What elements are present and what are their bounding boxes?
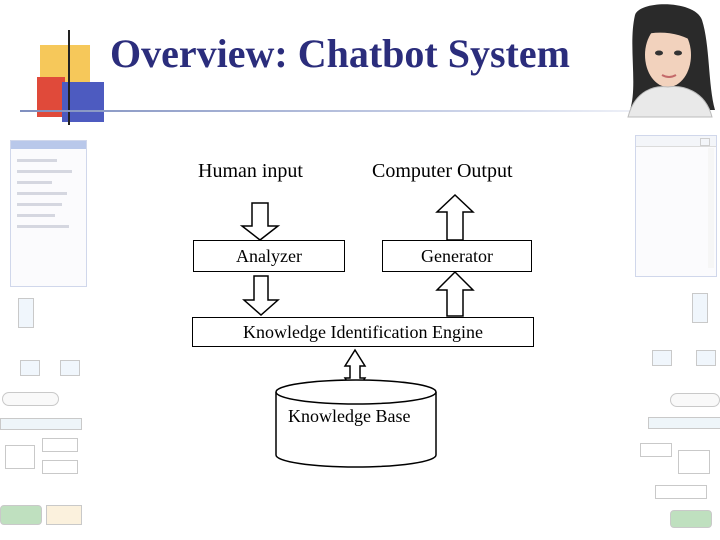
left-thumbnail-window — [10, 140, 87, 287]
arrow-analyzer-to-engine — [242, 275, 280, 317]
arrow-engine-knowledge-base — [343, 348, 367, 396]
human-input-label: Human input — [198, 160, 303, 182]
client-computer-icon — [696, 350, 716, 366]
computer-output-label: Computer Output — [372, 160, 513, 182]
client-computer-icon — [60, 360, 80, 376]
arrow-engine-to-generator — [435, 270, 475, 317]
engine-label: Knowledge Identification Engine — [243, 321, 483, 342]
knowledge-base-label: Knowledge Base — [288, 406, 411, 426]
header-deco-vertical-line — [68, 30, 70, 125]
generator-box: Generator — [382, 240, 532, 272]
arrow-generator-to-output — [435, 193, 475, 241]
header-deco-horizontal-line — [20, 110, 720, 112]
server-icon — [692, 293, 708, 323]
right-thumbnail-network — [630, 285, 720, 530]
left-thumbnail-network — [0, 290, 90, 530]
client-computer-icon — [20, 360, 40, 376]
slide-title: Overview: Chatbot System — [110, 31, 570, 76]
analyzer-label: Analyzer — [236, 245, 302, 266]
right-thumbnail-window — [635, 135, 717, 277]
generator-label: Generator — [421, 245, 493, 266]
analyzer-box: Analyzer — [193, 240, 345, 272]
server-icon — [18, 298, 34, 328]
knowledge-identification-engine-box: Knowledge Identification Engine — [192, 317, 534, 347]
client-computer-icon — [652, 350, 672, 366]
arrow-human-to-analyzer — [239, 202, 281, 241]
